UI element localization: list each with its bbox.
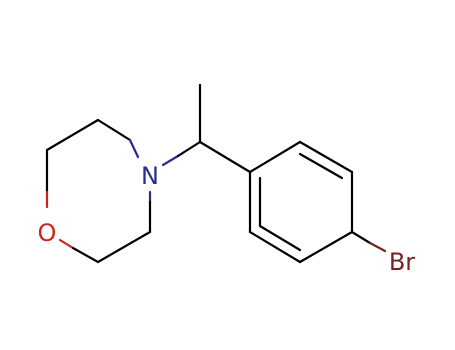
nitrogen-atom-label: N <box>141 162 159 190</box>
ring-double-bond-right <box>258 224 302 252</box>
bond-ch-ring <box>198 140 252 174</box>
bond-o-c-lower <box>58 238 75 250</box>
ring-bond-2 <box>298 140 354 174</box>
bromine-atom-label: Br <box>389 248 415 276</box>
bond-n-c-upper <box>96 118 132 142</box>
ring-bond-4 <box>298 230 354 264</box>
bond-c-br-br-part <box>368 241 387 253</box>
ring-double-bond-top <box>298 152 344 180</box>
bond-o-c-lower-c-part <box>71 246 100 264</box>
ring-bond-5 <box>248 230 302 264</box>
bond-c-c-lower <box>96 230 152 264</box>
bond-c-c-upper <box>45 118 100 152</box>
bond-n-c-upper-n-part <box>128 138 140 159</box>
oxygen-atom-label: O <box>38 219 57 247</box>
bond-n-ch <box>176 140 202 158</box>
bond-n-ch-n-part <box>161 154 180 167</box>
ring-bond-1 <box>248 140 302 174</box>
bond-c-br <box>350 230 372 245</box>
